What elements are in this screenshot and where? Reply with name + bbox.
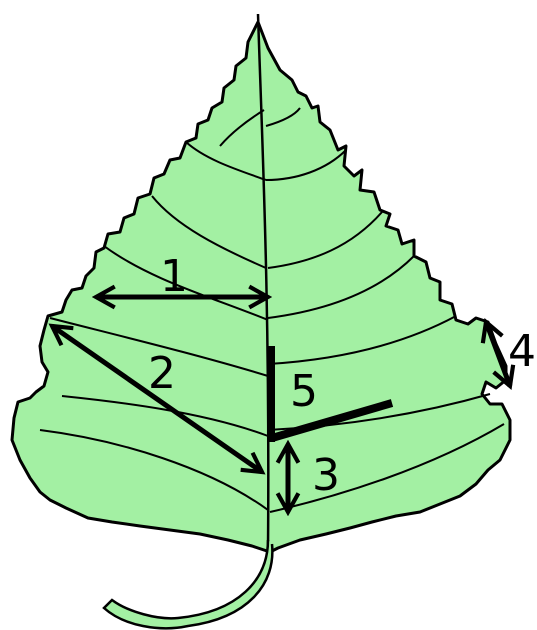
label-5: 5	[290, 366, 318, 417]
label-3: 3	[312, 450, 340, 501]
label-1: 1	[160, 251, 188, 302]
label-4: 4	[508, 326, 536, 377]
petiole	[104, 540, 272, 628]
label-2: 2	[148, 348, 176, 399]
